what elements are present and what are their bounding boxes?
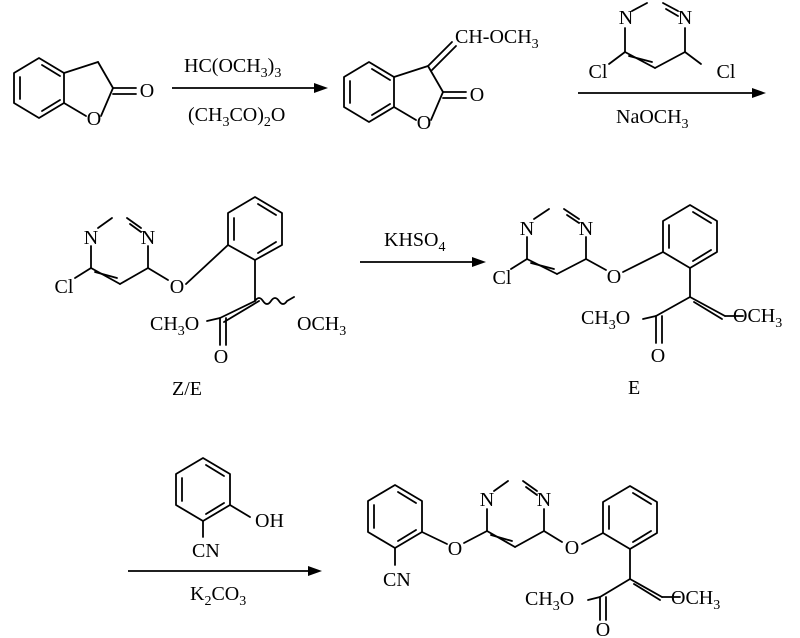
- phenol-ring-bonds: [175, 457, 251, 538]
- cyanophenyl-ring-bonds: [367, 484, 448, 566]
- benzene-ring-bonds: [13, 57, 137, 119]
- ze-isomer-label: Z/E: [172, 378, 202, 400]
- nitrogen-label: N: [619, 7, 633, 29]
- pyrimidine-ring-bonds: [74, 217, 169, 285]
- phenyl-ring-bonds: [185, 196, 295, 346]
- nitrogen-label: N: [480, 489, 494, 511]
- nitrile-label: CN: [192, 540, 220, 562]
- reagent-acetic-anhydride: (CH3CO)2O: [188, 104, 285, 130]
- chlorine-label: Cl: [55, 276, 74, 298]
- methyl-ester-label: CH3O: [581, 307, 630, 333]
- reagent-potassium-bisulfate: KHSO4: [384, 229, 445, 255]
- reaction-arrow-2: NaOCH3: [578, 88, 766, 132]
- final-product-molecule: CN O N N O CH3O OCH3 O: [367, 480, 720, 638]
- nitrile-label: CN: [383, 569, 411, 591]
- hydroxyl-label: OH: [255, 510, 284, 532]
- ether-oxygen-label: O: [565, 537, 579, 559]
- ether-oxygen-label: O: [607, 266, 621, 288]
- methoxy-label: OCH3: [671, 587, 720, 613]
- carbonyl-oxygen-label: O: [470, 84, 484, 106]
- cyanophenol-reagent: OH CN: [175, 457, 284, 562]
- methyl-ester-label: CH3O: [525, 588, 574, 614]
- pyrimidine-ring-bonds: [463, 480, 563, 548]
- nitrogen-label: N: [141, 227, 155, 249]
- reaction-arrow-3: KHSO4: [360, 229, 486, 267]
- carbonyl-oxygen-label: O: [596, 619, 610, 638]
- methyl-ester-label: CH3O: [150, 313, 199, 339]
- reaction-arrow-4: K2CO3: [128, 566, 322, 609]
- nitrogen-label: N: [520, 218, 534, 240]
- nitrogen-label: N: [537, 489, 551, 511]
- pyrimidine-ring-bonds: [510, 208, 607, 275]
- pyrimidine-ring-bonds: [608, 2, 702, 69]
- e-isomer-label: E: [628, 377, 640, 399]
- nitrogen-label: N: [84, 227, 98, 249]
- methoxymethylene-benzofuranone-molecule: CH-OCH3 O O: [343, 26, 539, 134]
- benzene-ring-bonds: [343, 41, 467, 123]
- nitrogen-label: N: [579, 218, 593, 240]
- reagent-sodium-methoxide: NaOCH3: [616, 106, 689, 132]
- chlorine-label: Cl: [589, 61, 608, 83]
- ether-oxygen-label: O: [170, 276, 184, 298]
- ether-oxygen-label: O: [448, 538, 462, 560]
- reagent-potassium-carbonate: K2CO3: [190, 583, 246, 609]
- carbonyl-oxygen-label: O: [140, 80, 154, 102]
- ring-oxygen-label: O: [87, 108, 101, 130]
- ze-intermediate-molecule: N N Cl O CH3O OCH3 O Z/E: [55, 196, 346, 400]
- chlorine-label: Cl: [493, 267, 512, 289]
- benzofuranone-molecule: O O: [13, 57, 154, 130]
- methoxy-label: OCH3: [297, 313, 346, 339]
- reagent-trimethyl-orthoformate: HC(OCH3)3: [184, 55, 281, 81]
- phenyl-ring-bonds: [581, 485, 681, 621]
- dichloropyrimidine-reagent: N N Cl Cl: [589, 2, 736, 83]
- methoxy-label: OCH3: [733, 305, 782, 331]
- methoxymethylene-label: CH-OCH3: [455, 26, 539, 52]
- phenyl-ring-bonds: [622, 204, 744, 344]
- carbonyl-oxygen-label: O: [214, 346, 228, 368]
- ring-oxygen-label: O: [417, 112, 431, 134]
- nitrogen-label: N: [678, 7, 692, 29]
- carbonyl-oxygen-label: O: [651, 345, 665, 367]
- reaction-arrow-1: HC(OCH3)3 (CH3CO)2O: [172, 55, 328, 130]
- e-isomer-molecule: N N Cl O CH3O OCH3 O E: [493, 204, 782, 399]
- chlorine-label: Cl: [717, 61, 736, 83]
